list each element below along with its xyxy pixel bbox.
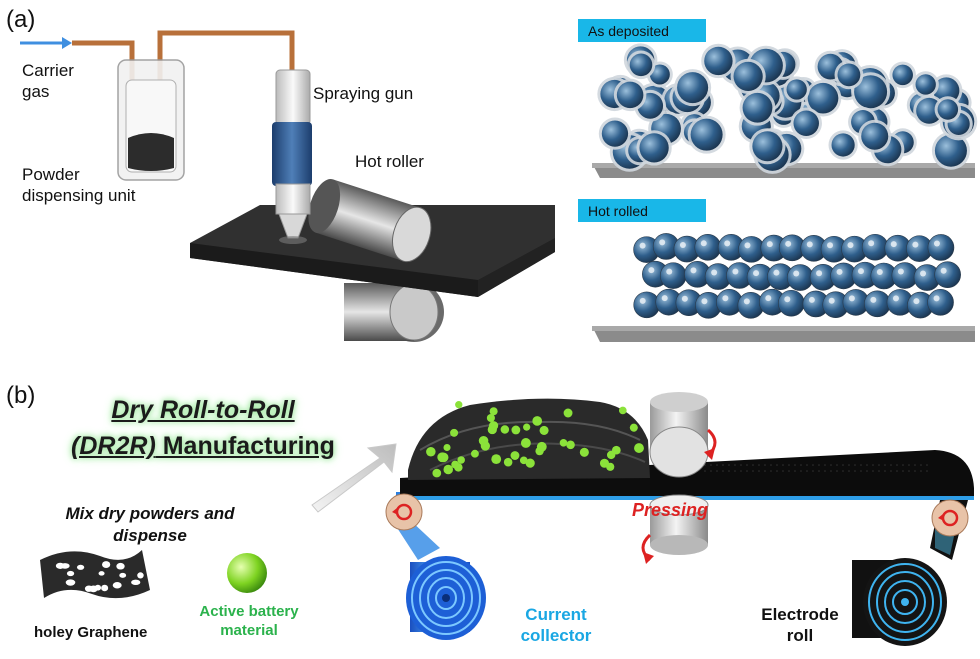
holey-graphene-icon (40, 550, 150, 598)
pressing-label: Pressing (632, 500, 708, 521)
end-roller-right (932, 500, 968, 536)
powder-unit-label: Powder dispensing unit (22, 164, 135, 206)
title-line2-rest: Manufacturing (156, 432, 335, 460)
active-material-sphere (227, 553, 267, 593)
end-roller-left (386, 494, 422, 530)
active-material-label: Active battery material (186, 602, 312, 640)
electrode-roll-label: Electrode roll (750, 604, 850, 646)
mix-instruction: Mix dry powders and dispense (40, 503, 260, 547)
hot-rolled-tag: Hot rolled (578, 199, 706, 222)
hot-rolled-illustration (592, 233, 975, 342)
title-line2-italic: (DR2R) (71, 432, 156, 460)
as-deposited-illustration (592, 43, 977, 178)
carrier-gas-label: Carrier gas (22, 60, 74, 102)
panel-a-label: (a) (6, 6, 35, 34)
title-line1: Dry Roll-to-Roll (111, 396, 294, 424)
current-collector-label: Current collector (506, 604, 606, 646)
current-collector-roll (406, 556, 486, 640)
dr2r-title: Dry Roll-to-Roll (DR2R) Manufacturing (58, 392, 348, 464)
panel-b-label: (b) (6, 382, 35, 410)
electrode-roll-graphic (852, 558, 947, 646)
holey-graphene-label: holey Graphene (34, 624, 147, 641)
hot-roller-label: Hot roller (355, 151, 424, 172)
spraying-gun-label: Spraying gun (313, 83, 413, 104)
as-deposited-tag: As deposited (578, 19, 706, 42)
